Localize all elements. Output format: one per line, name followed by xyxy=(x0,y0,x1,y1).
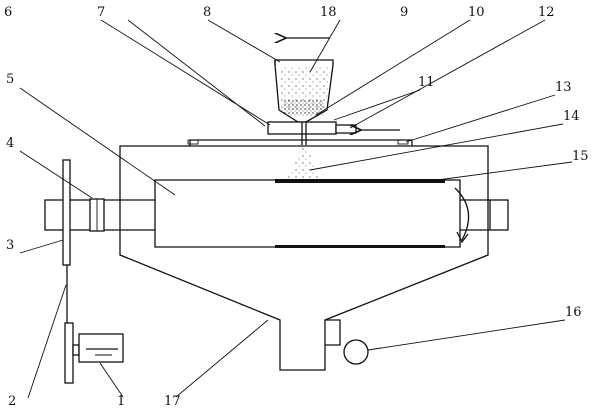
label-2: 2 xyxy=(8,394,16,409)
powder-stream xyxy=(288,145,320,178)
label-7: 7 xyxy=(97,5,105,20)
drive-system xyxy=(62,159,124,384)
label-16: 16 xyxy=(565,305,582,320)
label-12: 12 xyxy=(538,5,555,20)
label-5: 5 xyxy=(6,72,14,87)
label-13: 13 xyxy=(555,80,572,95)
label-15: 15 xyxy=(572,149,589,164)
label-1: 1 xyxy=(117,394,125,409)
part-labels: 6 7 8 18 9 10 12 11 13 14 15 16 5 4 3 2 … xyxy=(4,5,589,409)
top-cover-plate xyxy=(187,139,413,146)
label-14: 14 xyxy=(563,109,580,124)
label-18: 18 xyxy=(320,5,337,20)
housing xyxy=(119,145,489,371)
label-4: 4 xyxy=(6,136,14,151)
label-10: 10 xyxy=(468,5,485,20)
leader-lines xyxy=(19,19,573,399)
discharge-roller xyxy=(343,339,369,365)
label-9: 9 xyxy=(400,5,408,20)
label-6: 6 xyxy=(4,5,12,20)
label-17: 17 xyxy=(164,394,181,409)
label-8: 8 xyxy=(203,5,211,20)
drum-assembly xyxy=(44,179,509,248)
label-3: 3 xyxy=(6,238,14,253)
feed-hopper xyxy=(267,59,357,145)
label-11: 11 xyxy=(418,75,435,90)
